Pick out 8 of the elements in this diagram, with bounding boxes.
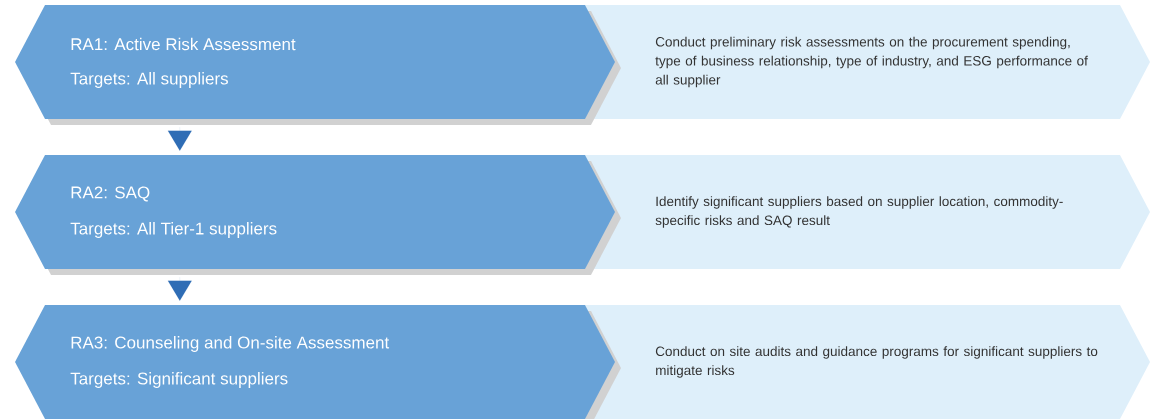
description-band: Conduct preliminary risk assessments on the procurement spending, type of business relationship, type of industry, and ESG performance of all supplier (580, 5, 1150, 119)
arrow (167, 277, 192, 301)
description-band: Conduct on site audits and guidance programs for significant suppliers to mitigate risks (580, 305, 1150, 419)
step-box: RA1: Active Risk Assessment Targets: All suppliers (15, 5, 621, 125)
arrow (167, 127, 192, 151)
description-band: Identify significant suppliers based on supplier location, commodity-specific risks and SAQ result (580, 155, 1150, 269)
step-box: RA3: Counseling and On-site Assessment Targets: Significant suppliers (15, 305, 621, 419)
step-box: RA2: SAQ Targets: All Tier-1 suppliers (15, 155, 621, 275)
